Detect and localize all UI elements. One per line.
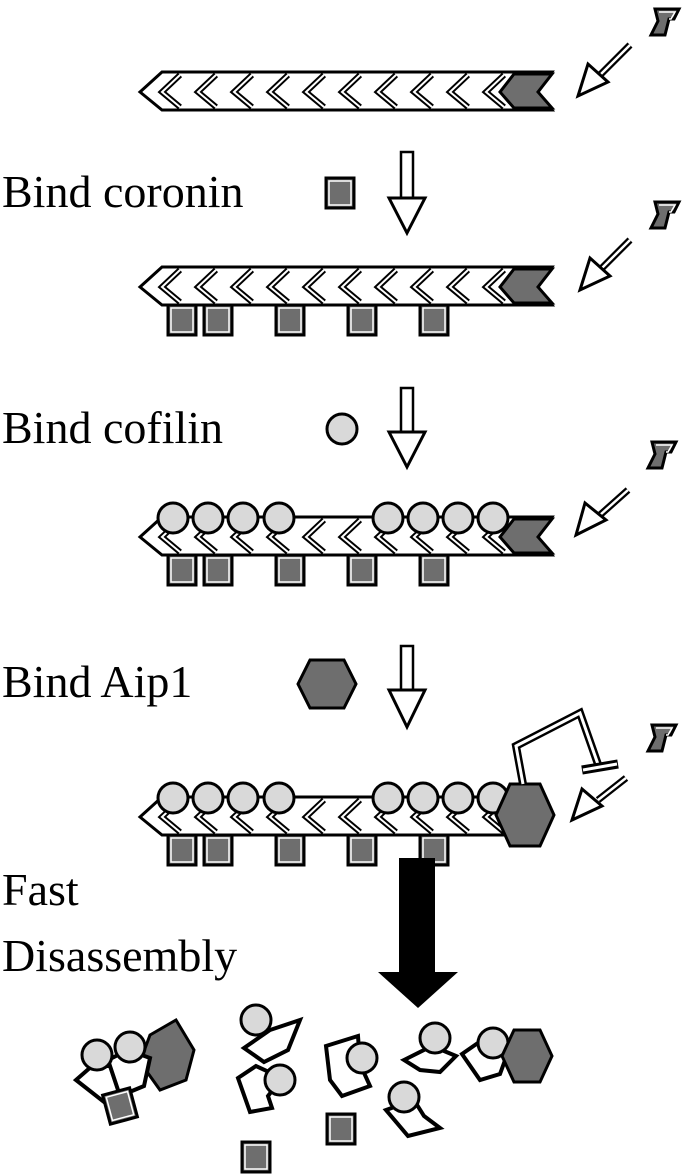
filament-cofilin [137,501,556,587]
barbed-end [498,72,556,110]
step-arrow-aip1 [386,644,428,731]
filament-coronin [137,265,556,337]
incoming-monomer-3 [573,440,678,538]
step-label-coronin: Bind coronin [2,166,244,217]
disassembly-arrow [378,858,458,1008]
incoming-monomer-2 [577,200,681,293]
coronin-subunits [166,553,450,587]
cofilin-legend-icon [325,412,359,446]
barbed-end [498,267,556,305]
incoming-monomer-1 [575,7,681,99]
filament-aip1 [137,781,556,867]
aip1-legend-icon [296,658,358,710]
label-fast: Fast [2,864,79,915]
inhibition-bracket [511,707,619,785]
coronin-legend-icon [324,176,356,210]
coronin-subunits [166,303,450,337]
incoming-monomer-4 [569,723,678,823]
filament-bare [137,70,556,112]
label-disassembly: Disassembly [2,930,238,981]
disassembled-fragments [72,1003,554,1174]
step-arrow-cofilin [386,386,428,471]
aip1-cap [494,782,556,848]
step-label-cofilin: Bind cofilin [2,402,224,453]
step-label-aip1: Bind Aip1 [2,656,193,707]
barbed-end [498,517,556,555]
step-arrow-coronin [386,150,428,237]
